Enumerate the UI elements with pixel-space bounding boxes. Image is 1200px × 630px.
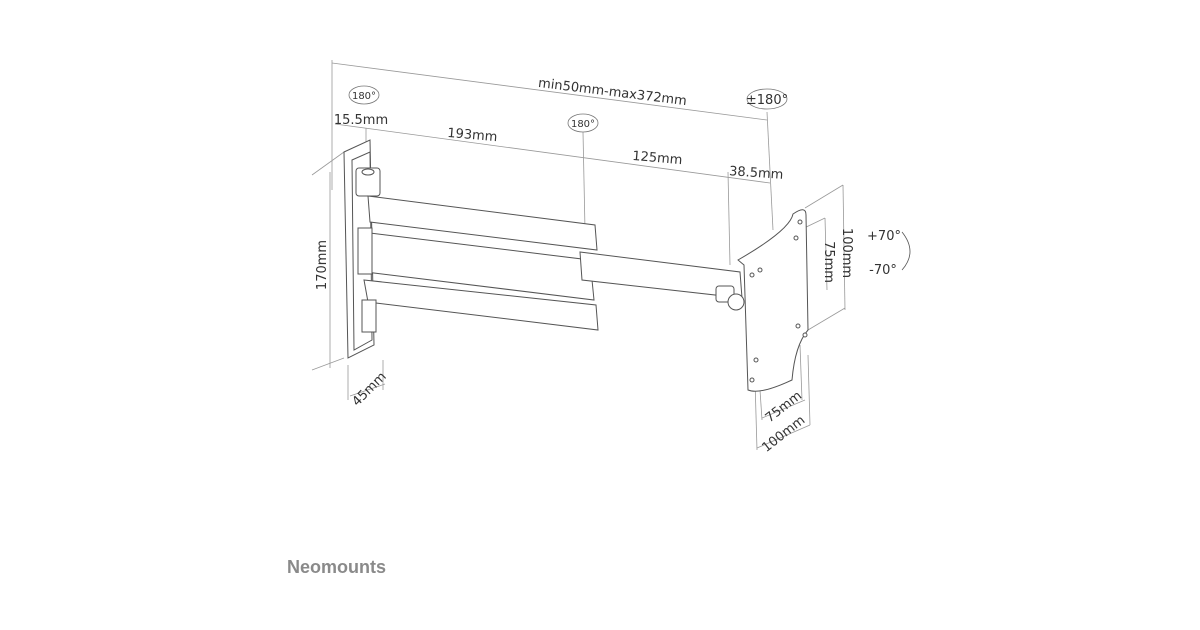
rotation-label: ±180° [746,93,788,108]
tilt-down-label: -70° [869,263,897,278]
wall-offset-label: 15.5mm [334,113,388,128]
rotation-badge-wall: 180° [348,85,380,105]
dimension-lines [311,60,846,451]
arm2-label: 125mm [632,149,683,168]
plate-height-label: 170mm [315,240,330,290]
extension-label: min50mm-max372mm [537,76,687,109]
vesa-outer-v-label: 100mm [839,228,854,278]
head-offset-label: 38.5mm [729,164,784,183]
rotation-label: 180° [571,119,595,130]
tilt-up-label: +70° [867,229,901,244]
arm-segments [357,195,745,333]
plate-width-label: 45mm [349,369,389,409]
rotation-badge-mid: 180° [567,113,599,133]
rotation-badge-head: ±180° [746,88,788,110]
brand-logo: Neomounts [287,557,386,577]
tilt-arc-icon [901,231,911,271]
arm1-label: 193mm [447,126,498,145]
vesa-plate [737,209,809,392]
rotation-label: 180° [352,91,376,102]
vesa-inner-v-label: 75mm [821,241,836,283]
